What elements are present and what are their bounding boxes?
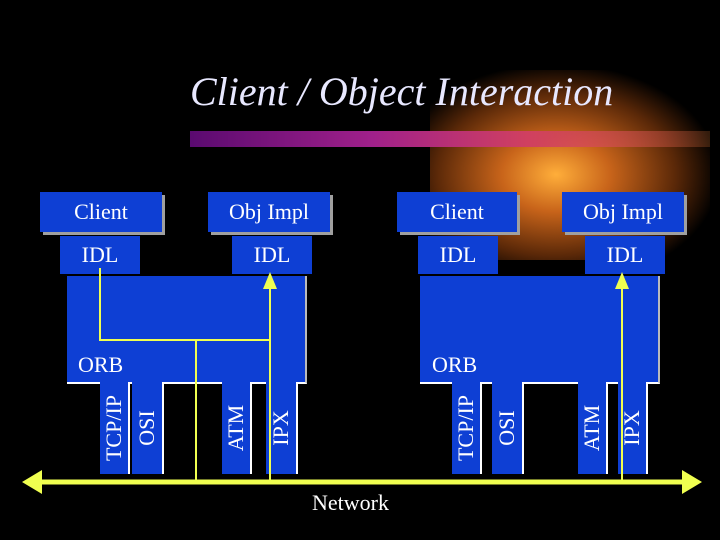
network-arrow-right-icon — [682, 470, 702, 494]
network-label: Network — [312, 490, 389, 515]
left-stack-osi: OSI — [132, 382, 164, 474]
left-request-path — [99, 268, 197, 482]
left-impl-idl-box: IDL — [232, 236, 312, 274]
left-stack-atm: ATM — [222, 382, 252, 474]
right-impl-arrow-icon — [615, 272, 629, 289]
right-client-idl-box: IDL — [418, 236, 498, 274]
left-orb-box — [67, 276, 307, 384]
left-client-box: Client — [40, 192, 162, 232]
network-arrow-left-icon — [22, 470, 42, 494]
right-orb-label: ORB — [432, 352, 478, 377]
right-stack-atm: ATM — [578, 382, 608, 474]
right-stack-tcpip: TCP/IP — [452, 382, 482, 474]
right-impl-idl-box: IDL — [585, 236, 665, 274]
right-obj-impl-box: Obj Impl — [562, 192, 684, 232]
title-underline-bar — [190, 131, 710, 147]
right-orb-box — [420, 276, 660, 384]
left-obj-impl-box: Obj Impl — [208, 192, 330, 232]
left-client-idl-box: IDL — [60, 236, 140, 274]
right-stack-osi: OSI — [492, 382, 524, 474]
left-stack-ipx: IPX — [266, 382, 298, 474]
right-client-box: Client — [397, 192, 517, 232]
left-impl-arrow-icon — [263, 272, 277, 289]
slide-title: Client / Object Interaction — [190, 69, 614, 114]
left-orb-label: ORB — [78, 352, 124, 377]
left-stack-tcpip: TCP/IP — [100, 382, 130, 474]
left-response-path — [196, 339, 271, 482]
